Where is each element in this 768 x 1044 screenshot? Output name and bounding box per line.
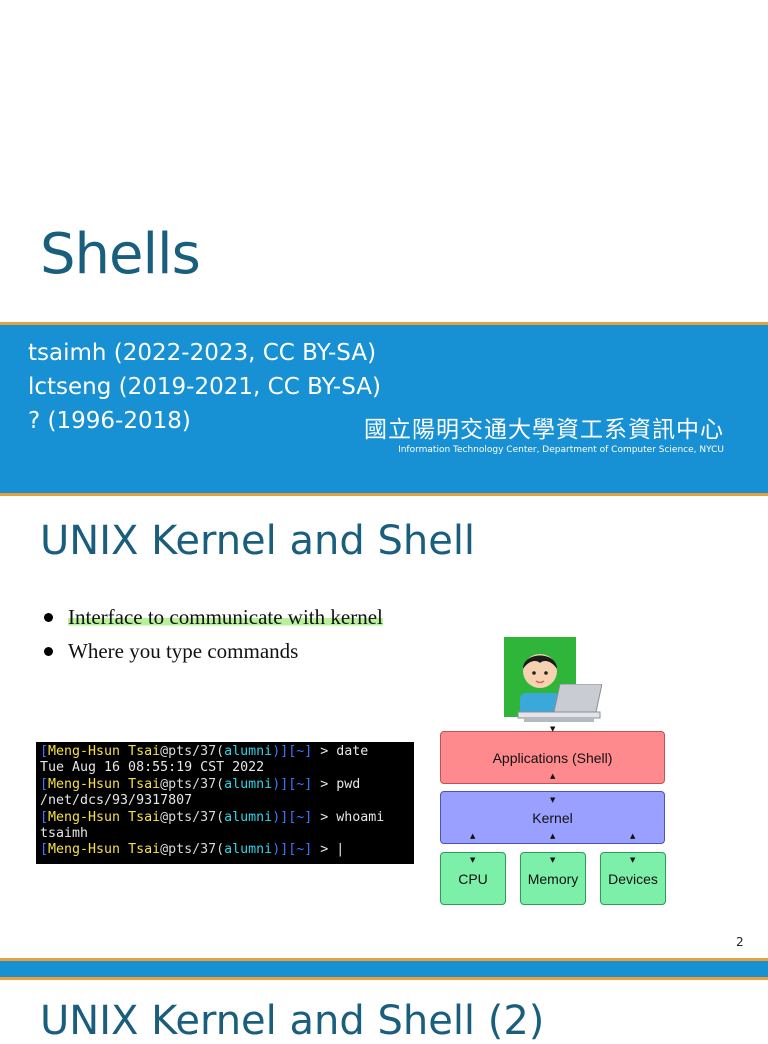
cpu-box: CPU [440, 852, 506, 905]
arrow-up-icon: ▲ [550, 832, 556, 840]
devices-box: Devices [600, 852, 666, 905]
credit-line-2: lctseng (2019-2021, CC BY-SA) [28, 374, 381, 400]
terminal-output-line: tsaimh [40, 826, 89, 842]
arrow-down-icon: ▼ [470, 856, 476, 864]
kernel-box: Kernel [440, 791, 665, 844]
arrow-down-icon: ▼ [550, 725, 556, 733]
laptop-icon [517, 684, 602, 722]
cpu-label: CPU [458, 870, 488, 887]
terminal-screenshot: [Meng-Hsun Tsai@pts/37(alumni)][~] > dat… [36, 742, 414, 864]
arrow-up-icon: ▲ [470, 832, 476, 840]
arrow-up-icon: ▲ [550, 772, 556, 780]
terminal-prompt-line: [Meng-Hsun Tsai@pts/37(alumni)][~] > who… [40, 809, 385, 825]
terminal-output-line: Tue Aug 16 08:55:19 CST 2022 [40, 760, 265, 776]
arrow-down-icon: ▼ [630, 856, 636, 864]
terminal-prompt-line: [Meng-Hsun Tsai@pts/37(alumni)][~] > dat… [40, 744, 369, 759]
terminal-prompt-line: [Meng-Hsun Tsai@pts/37(alumni)][~] > pwd [40, 776, 361, 792]
credits-band [0, 322, 768, 496]
memory-label: Memory [527, 870, 579, 887]
page-number: 2 [736, 935, 744, 949]
credit-line-1: tsaimh (2022-2023, CC BY-SA) [28, 340, 377, 366]
devices-label: Devices [608, 870, 658, 887]
org-name-chinese: 國立陽明交通大學資工系資訊中心 [364, 417, 724, 443]
bullet-list: Interface to communicate with kernel Whe… [42, 602, 383, 670]
bullet-text-highlighted: Interface to communicate with kernel [68, 605, 383, 629]
terminal-output-line: /net/dcs/93/9317807 [40, 793, 193, 809]
org-name-english: Information Technology Center, Departmen… [398, 445, 724, 455]
credit-line-3: ? (1996-2018) [28, 408, 191, 434]
slide-title-kernel-shell: UNIX Kernel and Shell [40, 518, 476, 564]
bullet-item: Interface to communicate with kernel [42, 602, 383, 636]
terminal-prompt-line: [Meng-Hsun Tsai@pts/37(alumni)][~] > | [40, 842, 345, 858]
arrow-down-icon: ▼ [550, 856, 556, 864]
applications-label: Applications (Shell) [492, 749, 613, 766]
slide-title-kernel-shell-2: UNIX Kernel and Shell (2) [40, 998, 545, 1044]
slide-title-shells: Shells [40, 222, 201, 287]
kernel-label: Kernel [532, 809, 573, 826]
divider-band [0, 958, 768, 980]
bullet-text: Where you type commands [68, 639, 299, 663]
applications-shell-box: Applications (Shell) [440, 731, 665, 784]
arrow-up-icon: ▲ [630, 832, 636, 840]
memory-box: Memory [520, 852, 586, 905]
bullet-item: Where you type commands [42, 636, 383, 670]
arrow-down-icon: ▼ [550, 796, 556, 804]
